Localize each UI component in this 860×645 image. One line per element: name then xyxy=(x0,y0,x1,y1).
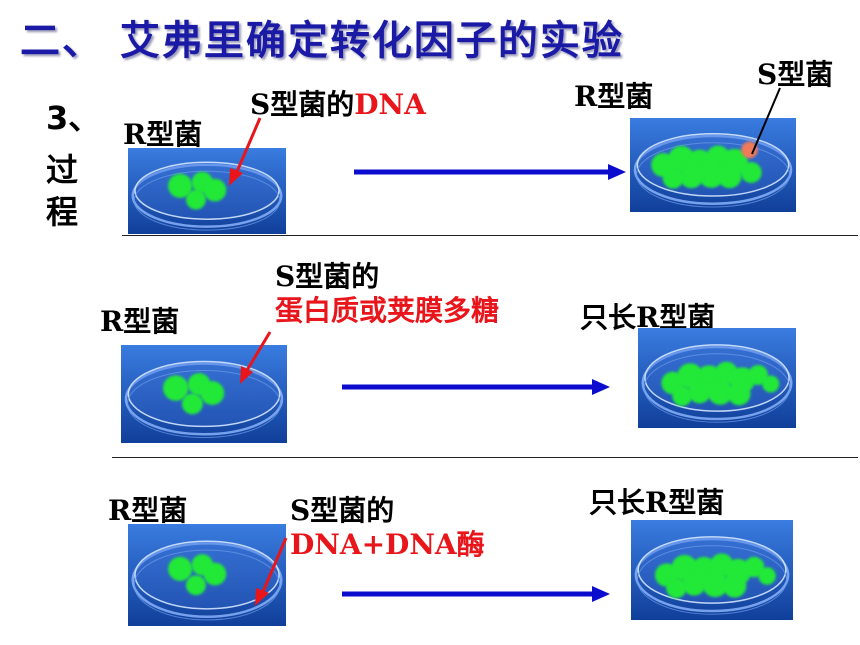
row1-left-label: R型菌 xyxy=(123,118,203,151)
row2-pointer-arrow xyxy=(240,331,272,384)
row2-petri-dish-right xyxy=(638,328,796,428)
row3-flow-arrow xyxy=(342,586,610,602)
row1-s-colony-label: S型菌 xyxy=(757,58,834,91)
added-line: 蛋白质或荚膜多糖 xyxy=(275,294,499,328)
row1-added-substance: S型菌的DNA xyxy=(250,88,426,122)
row2-left-label: R型菌 xyxy=(100,305,180,338)
row3-pointer-arrow xyxy=(255,537,288,606)
row1-divider xyxy=(122,235,858,236)
row1-petri-dish-left xyxy=(128,148,286,234)
row3-petri-dish-right xyxy=(631,520,793,620)
row1-pointer-arrow xyxy=(229,117,262,186)
row1-right-label: R型菌 xyxy=(574,80,654,113)
added-line: S型菌的DNA xyxy=(250,88,426,122)
added-line: DNA+DNA酶 xyxy=(290,528,485,562)
row2-added-substance: S型菌的蛋白质或荚膜多糖 xyxy=(275,260,499,328)
added-line: S型菌的 xyxy=(290,494,485,528)
step-char-2: 程 xyxy=(46,193,79,231)
row1-s-colony-pointer xyxy=(751,87,781,155)
step-number: 3、 xyxy=(46,99,101,137)
added-highlight: DNA+DNA酶 xyxy=(290,528,485,561)
row2-divider xyxy=(112,457,858,458)
row3-left-label: R型菌 xyxy=(108,494,188,527)
added-text: S型菌的 xyxy=(275,260,380,293)
added-line: S型菌的 xyxy=(275,260,499,294)
added-highlight: DNA xyxy=(354,88,426,121)
page-title: 二、 艾弗里确定转化因子的实验 xyxy=(20,18,624,64)
row2-flow-arrow xyxy=(342,379,610,395)
step-char-1: 过 xyxy=(46,151,79,189)
row1-petri-dish-right xyxy=(630,118,796,212)
added-text: S型菌的 xyxy=(290,494,395,527)
added-highlight: 蛋白质或荚膜多糖 xyxy=(275,294,500,327)
added-text: S型菌的 xyxy=(250,88,355,121)
row1-flow-arrow xyxy=(354,164,626,180)
row3-petri-dish-left xyxy=(128,524,286,626)
row3-right-label: 只长R型菌 xyxy=(589,486,725,519)
